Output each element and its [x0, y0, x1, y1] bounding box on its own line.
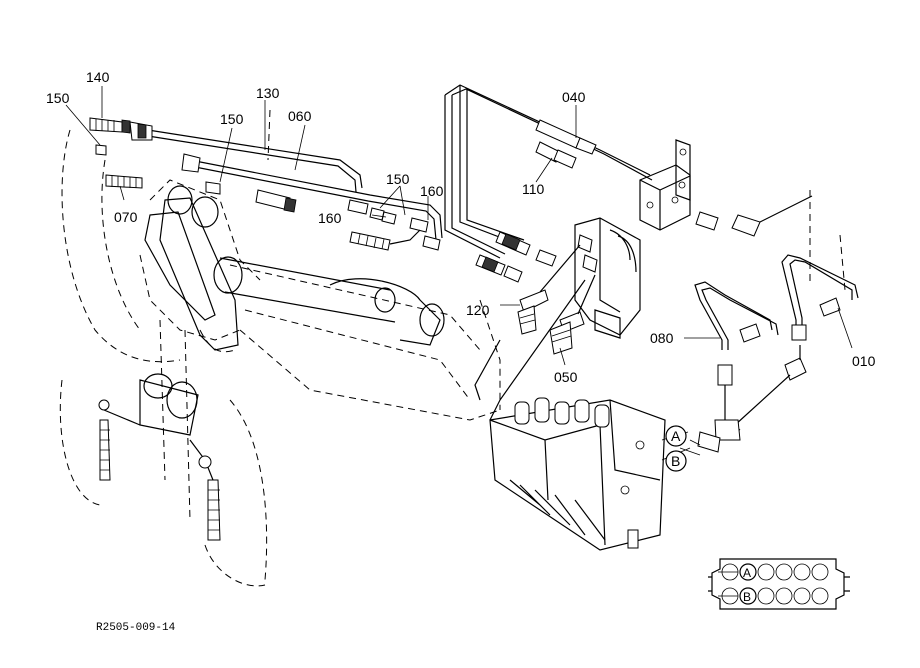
port-b-label: B [671, 453, 680, 469]
label-040: 040 [562, 89, 586, 105]
hoses-120-050 [474, 244, 596, 421]
inset-b-label: B [743, 590, 751, 604]
label-080: 080 [650, 330, 674, 346]
label-060: 060 [288, 108, 312, 124]
label-120: 120 [466, 302, 490, 318]
label-160-right: 160 [420, 183, 444, 199]
port-markers: A B [661, 425, 691, 472]
label-070: 070 [114, 209, 138, 225]
drawing-code: R2505-009-14 [96, 622, 176, 634]
lower-left-joint [98, 373, 221, 541]
label-010: 010 [852, 353, 876, 369]
label-150-right: 150 [386, 171, 410, 187]
pipe-080-010 [679, 254, 859, 456]
label-160-left: 160 [318, 210, 342, 226]
label-050: 050 [554, 369, 578, 385]
port-a-label: A [671, 428, 681, 444]
fittings-left [89, 117, 297, 213]
inset-bottom-row [721, 587, 829, 605]
label-140: 140 [86, 69, 110, 85]
lever-assembly [144, 185, 445, 351]
machine-outline-dashed [59, 109, 846, 587]
part-labels: 140 130 060 150 150 070 150 160 160 040 … [46, 69, 876, 385]
inset-top-row [721, 563, 829, 581]
label-130: 130 [256, 85, 280, 101]
leader-lines [65, 86, 853, 366]
inset-a-label: A [743, 566, 751, 580]
bracket [639, 139, 813, 237]
pipe-040-110 [444, 84, 653, 283]
label-150-mid: 150 [220, 111, 244, 127]
port-a-circle [665, 425, 687, 447]
port-b-circle [665, 450, 687, 472]
label-110: 110 [522, 181, 545, 197]
upper-valve-block [574, 217, 641, 339]
label-150-left: 150 [46, 90, 70, 106]
pipe-130-060 [129, 121, 443, 241]
inset-valve-view: A B [708, 558, 850, 610]
control-valve [489, 397, 666, 551]
fittings-middle [347, 199, 441, 251]
